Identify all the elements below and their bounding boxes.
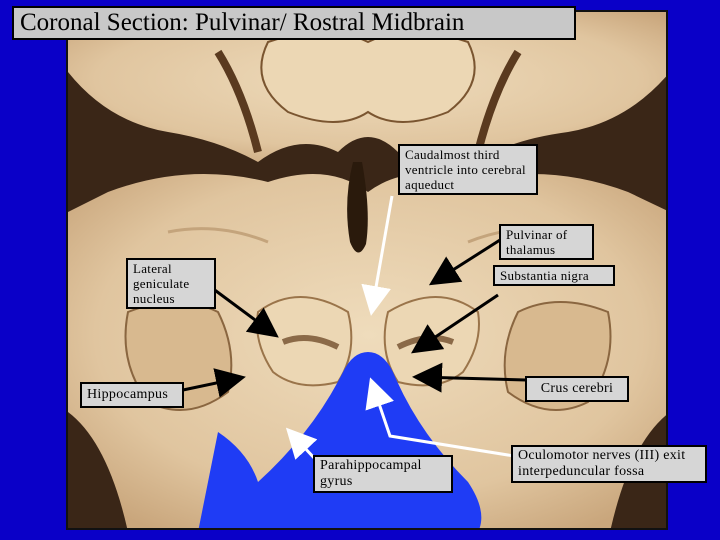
label-oculomotor: Oculomotor nerves (III) exit interpedunc… — [511, 445, 707, 483]
label-third-ventricle: Caudalmost third ventricle into cerebral… — [398, 144, 538, 195]
brain-section-photo — [66, 10, 668, 530]
label-pulvinar: Pulvinar of thalamus — [499, 224, 594, 260]
label-hippocampus: Hippocampus — [80, 382, 184, 408]
label-lateral-geniculate: Lateral geniculate nucleus — [126, 258, 216, 309]
arrow-oculomotor — [365, 377, 515, 458]
label-substantia-nigra: Substantia nigra — [493, 265, 615, 286]
brain-section-image — [68, 12, 666, 528]
slide-title: Coronal Section: Pulvinar/ Rostral Midbr… — [12, 6, 576, 40]
arrow-pulvinar — [428, 238, 501, 286]
arrow-substantia-nigra — [411, 293, 499, 354]
arrow-parahippocampal — [285, 427, 318, 462]
label-crus-cerebri: Crus cerebri — [525, 376, 629, 402]
arrow-hippocampus — [182, 368, 246, 398]
arrow-lateral-geniculate — [211, 286, 279, 338]
arrow-crus-cerebri — [412, 362, 527, 393]
label-parahippocampal: Parahippocampal gyrus — [313, 455, 453, 493]
arrow-third-ventricle — [361, 195, 394, 316]
